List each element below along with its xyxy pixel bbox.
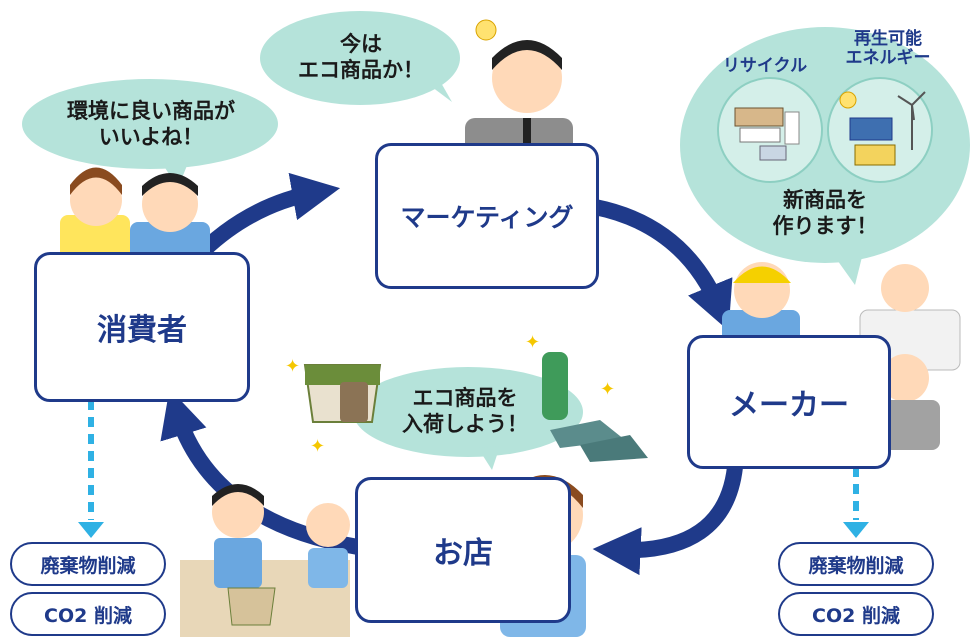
consumer-speech-bubble xyxy=(22,79,278,188)
node-maker: メーカー xyxy=(687,335,891,469)
eco-goods-illustration: ✦ ✦ ✦ ✦ xyxy=(285,332,648,462)
left-dashed-arrow xyxy=(78,400,104,538)
shop-bubble-line2: 入荷しよう！ xyxy=(402,412,528,437)
left-waste-reduction: 廃棄物削減 xyxy=(10,542,166,586)
consumer-bubble-line2: いいよね！ xyxy=(98,125,204,150)
recycle-illustration xyxy=(717,77,823,183)
arrow-marketing-to-maker xyxy=(593,199,733,331)
renewable-label-line2: エネルギー xyxy=(845,47,931,68)
right-co2-reduction: CO2 削減 xyxy=(778,592,934,636)
svg-text:✦: ✦ xyxy=(600,379,615,400)
marketing-speech-bubble xyxy=(260,11,460,105)
marketing-bubble-line2: エコ商品か！ xyxy=(298,58,424,83)
arrow-maker-to-shop xyxy=(592,465,743,576)
renewable-label: 再生可能 エネルギー xyxy=(828,30,948,67)
renewable-label-line1: 再生可能 xyxy=(854,29,922,49)
left-co2-reduction: CO2 削減 xyxy=(10,592,166,636)
renewable-energy-illustration xyxy=(827,77,933,183)
node-shop: お店 xyxy=(355,477,571,623)
recycle-label: リサイクル xyxy=(722,56,808,76)
consumer-bubble-text: 環境に良い商品が いいよね！ xyxy=(26,98,276,151)
shop-bubble-line1: エコ商品を xyxy=(412,386,518,410)
shop-speech-bubble xyxy=(353,367,583,470)
svg-text:✦: ✦ xyxy=(525,332,540,353)
right-dashed-arrow xyxy=(843,467,869,538)
checkout-scene-illustration xyxy=(180,484,350,637)
consumer-bubble-line1: 環境に良い商品が xyxy=(67,99,235,123)
maker-bubble-line1: 新商品を xyxy=(783,188,867,212)
node-marketing: マーケティング xyxy=(375,143,599,289)
svg-text:✦: ✦ xyxy=(310,436,325,457)
maker-bubble-line2: 作ります！ xyxy=(772,214,878,239)
maker-bubble-text: 新商品を 作ります！ xyxy=(745,187,905,240)
marketing-bubble-text: 今は エコ商品か！ xyxy=(276,31,446,84)
shop-bubble-text: エコ商品を 入荷しよう！ xyxy=(375,385,555,438)
node-consumer: 消費者 xyxy=(34,252,250,402)
svg-text:✦: ✦ xyxy=(285,356,300,377)
right-waste-reduction: 廃棄物削減 xyxy=(778,542,934,586)
marketing-bubble-line1: 今は xyxy=(340,32,382,56)
